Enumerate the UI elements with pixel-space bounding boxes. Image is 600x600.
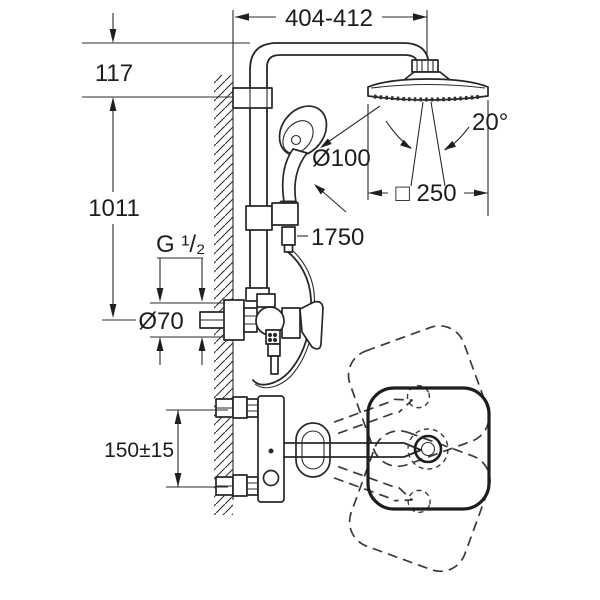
hand-shower-handle	[281, 148, 308, 204]
diverter-stem	[256, 293, 276, 308]
dim-top-offset-label: 117	[95, 60, 133, 87]
front-view	[199, 10, 489, 389]
dim-arm-reach-label: 404-412	[285, 5, 373, 32]
shower-column-inner	[266, 54, 418, 299]
handshower-top-view	[295, 422, 331, 478]
dim-hose-length-label: 1750	[311, 224, 364, 251]
shower-column-outer	[249, 42, 430, 299]
shower-arm-top-view	[283, 442, 422, 458]
spray-cone	[385, 101, 470, 187]
dim-head-size: □ 250	[367, 100, 489, 216]
dim-top-offset: 117	[82, 13, 250, 111]
dim-column-height: 1011	[88, 110, 140, 321]
boss-outer-ring	[407, 428, 449, 470]
dim-swivel-angle: 20°	[472, 109, 508, 136]
wall	[214, 10, 234, 515]
dim-escutcheon: Ø70	[138, 302, 225, 365]
headshower-swivel-range	[314, 317, 499, 580]
wall-bracket	[232, 87, 273, 109]
dim-inlet-spacing-label: 150±15	[104, 439, 174, 462]
handle-knob-top-view	[262, 469, 280, 487]
mixer-front	[199, 287, 324, 375]
wall-hatching	[214, 75, 233, 515]
dim-head-size-label: □ 250	[395, 180, 456, 207]
dim-hose-length: 1750	[297, 224, 364, 251]
headshower-front	[367, 78, 489, 102]
rail-holder	[245, 202, 299, 253]
dim-inlet-spacing: 150±15	[104, 409, 228, 488]
dim-handshower-label: Ø100	[312, 145, 371, 172]
headshower-top-view	[366, 386, 491, 511]
mixer-outlet	[267, 343, 281, 357]
escutcheon-top-view-1	[232, 396, 248, 419]
escutcheon	[223, 299, 245, 341]
dim-escutcheon-label: Ø70	[138, 308, 183, 335]
dim-swivel-angle-label: 20°	[472, 109, 508, 136]
mixer-lever	[299, 300, 324, 350]
dim-thread: G ¹/₂	[156, 231, 206, 302]
dim-arm-reach: 404-412	[235, 5, 427, 32]
dim-handshower: Ø100	[312, 105, 381, 213]
dim-column-height-label: 1011	[88, 195, 140, 222]
dim-thread-label: G ¹/₂	[156, 231, 205, 258]
top-view	[215, 386, 491, 511]
nozzle-band	[373, 94, 483, 102]
escutcheon-top-view-2	[232, 474, 248, 497]
